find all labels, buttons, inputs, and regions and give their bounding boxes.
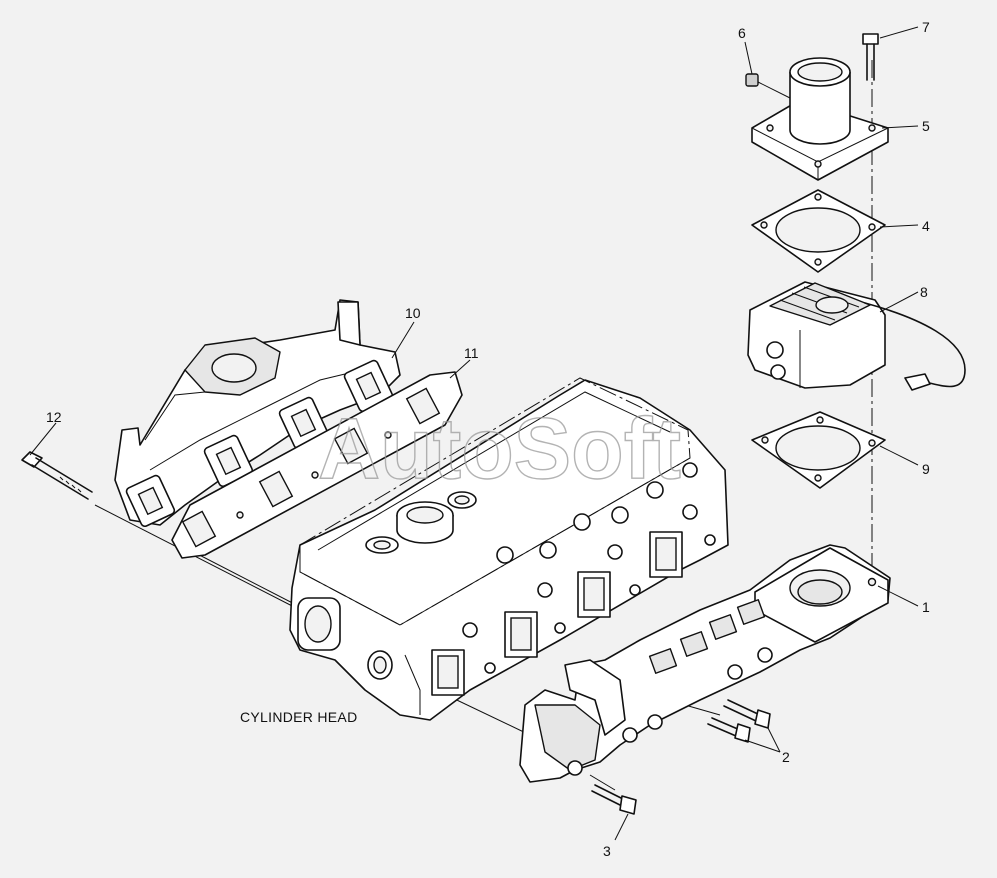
- head-intake-ports: [431, 531, 683, 696]
- cylinder-head: [289, 377, 729, 721]
- bolts-2: [707, 699, 771, 743]
- exhaust-gasket: [171, 371, 463, 559]
- callout-leaders: [29, 26, 919, 841]
- bolt-12: [21, 451, 93, 500]
- head-bosses: [462, 462, 716, 674]
- callout-9: 9: [922, 461, 930, 477]
- callout-5: 5: [922, 118, 930, 134]
- callout-2: 2: [782, 749, 790, 765]
- callout-4: 4: [922, 218, 930, 234]
- callout-11: 11: [464, 345, 479, 361]
- valve-body-8: [747, 281, 966, 391]
- intake-manifold: [519, 544, 891, 783]
- callout-10: 10: [405, 305, 421, 321]
- watermark-text: AutoSoft: [318, 401, 681, 497]
- bolt-7: [862, 33, 879, 81]
- gasket-9: [751, 411, 886, 489]
- exhaust-manifold: [114, 299, 401, 528]
- cylinder-head-label: CYLINDER HEAD: [240, 709, 357, 725]
- sensor-6: [745, 73, 791, 99]
- callout-6: 6: [738, 25, 746, 41]
- callout-1: 1: [922, 599, 930, 615]
- outlet-housing-5: [751, 57, 889, 181]
- callout-labels: 1 2 3 4 5 6 7 8 9 10 11 12: [46, 19, 930, 859]
- gasket-4: [751, 189, 886, 273]
- callout-8: 8: [920, 284, 928, 300]
- bolt-3: [591, 784, 637, 815]
- callout-7: 7: [922, 19, 930, 35]
- callout-3: 3: [603, 843, 611, 859]
- callout-12: 12: [46, 409, 62, 425]
